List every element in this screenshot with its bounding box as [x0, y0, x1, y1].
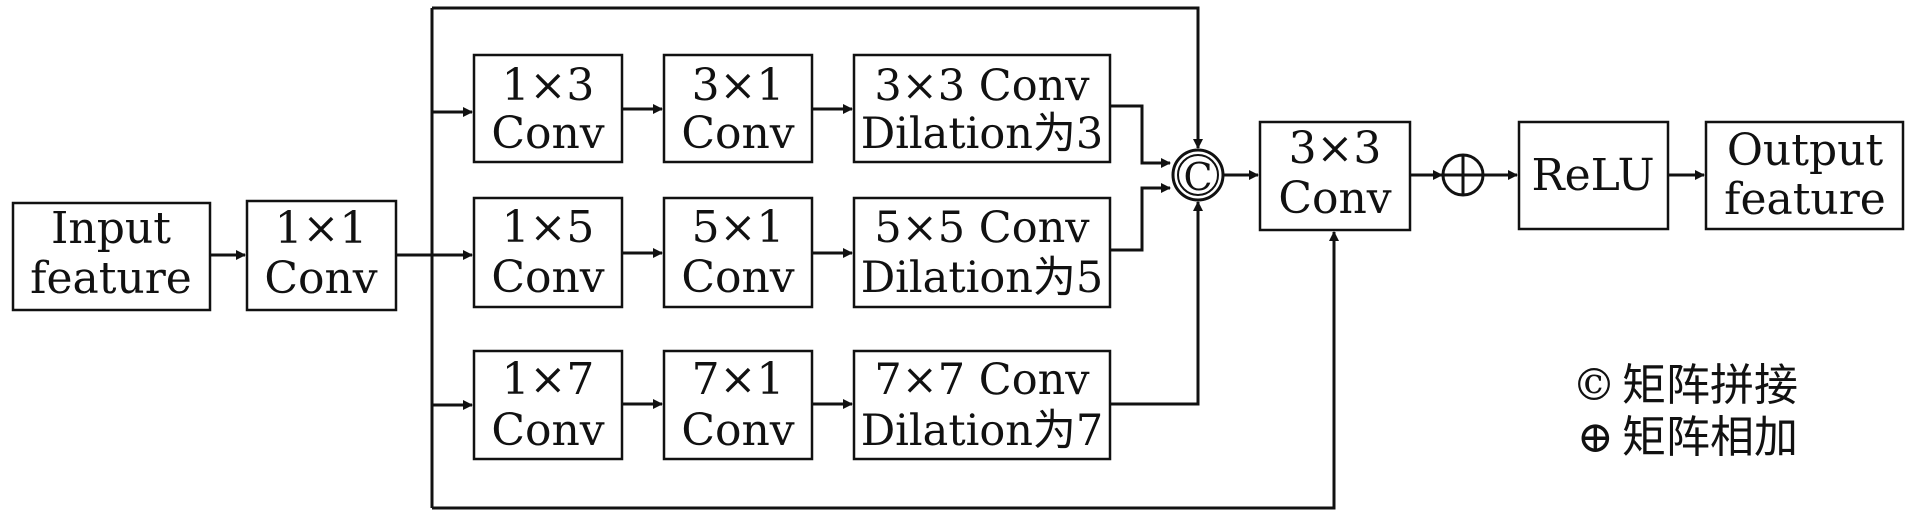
branch3-dilated-line1: 7×7 Conv	[874, 355, 1090, 405]
legend-concat-text: 矩阵拼接	[1622, 360, 1798, 411]
legend-concat-symbol: ©	[1572, 360, 1616, 411]
branch-1: 1×3 Conv 3×1 Conv 3×3 Conv Dilation为3	[472, 53, 1112, 164]
branch1-first-line1: 1×3	[502, 60, 595, 111]
line-top-skip-to-concat	[432, 6, 1203, 149]
conv1x1-block: 1×1 Conv	[245, 199, 398, 312]
legend-add-symbol: ⊕	[1577, 412, 1614, 463]
branch3-first-line1: 1×7	[502, 354, 595, 405]
branch3-second-line1: 7×1	[692, 354, 785, 405]
branch2-first-line2: Conv	[491, 252, 604, 303]
branch2-dilated-line2: Dilation为5	[861, 253, 1104, 303]
line-branch2-to-concat	[1110, 183, 1171, 252]
output-feature-block: Output feature	[1704, 120, 1905, 231]
branch-2: 1×5 Conv 5×1 Conv 5×5 Conv Dilation为5	[472, 196, 1112, 309]
concat-symbol: C	[1183, 155, 1212, 199]
branch2-second-line1: 5×1	[692, 202, 785, 253]
add-node	[1441, 153, 1485, 197]
legend: © 矩阵拼接 ⊕ 矩阵相加	[1572, 360, 1798, 463]
branch1-dilated-line1: 3×3 Conv	[874, 61, 1090, 111]
branch1-second-line1: 3×1	[692, 60, 785, 111]
line-branch3-to-concat	[1110, 201, 1203, 406]
line-branch1-to-concat	[1110, 104, 1171, 168]
conv1x1-line1: 1×1	[275, 203, 368, 254]
conv3x3-line2: Conv	[1278, 173, 1391, 224]
branch2-second-line2: Conv	[681, 252, 794, 303]
line-bottom-skip-to-conv3x3	[432, 231, 1339, 510]
connector-lines	[210, 6, 1705, 510]
output-feature-line1: Output	[1727, 125, 1884, 176]
branch1-first-line2: Conv	[491, 108, 604, 159]
legend-add-text: 矩阵相加	[1622, 412, 1798, 463]
branch2-first-line1: 1×5	[502, 202, 595, 253]
branch3-dilated-line2: Dilation为7	[861, 406, 1104, 456]
input-feature-block: Input feature	[11, 201, 212, 312]
branch1-dilated-line2: Dilation为3	[861, 109, 1104, 159]
branch2-dilated-line1: 5×5 Conv	[874, 203, 1090, 253]
conv3x3-block: 3×3 Conv	[1258, 120, 1412, 232]
branch3-second-line2: Conv	[681, 405, 794, 456]
input-feature-line2: feature	[30, 253, 192, 304]
conv3x3-line1: 3×3	[1289, 123, 1382, 174]
concat-node: C	[1171, 148, 1225, 202]
input-feature-line1: Input	[51, 203, 171, 254]
branch3-first-line2: Conv	[491, 405, 604, 456]
conv1x1-line2: Conv	[264, 253, 377, 304]
output-feature-line2: feature	[1724, 174, 1886, 225]
branch-3: 1×7 Conv 7×1 Conv 7×7 Conv Dilation为7	[472, 349, 1112, 461]
relu-block: ReLU	[1517, 120, 1670, 231]
relu-label: ReLU	[1531, 150, 1654, 201]
branch1-second-line2: Conv	[681, 108, 794, 159]
